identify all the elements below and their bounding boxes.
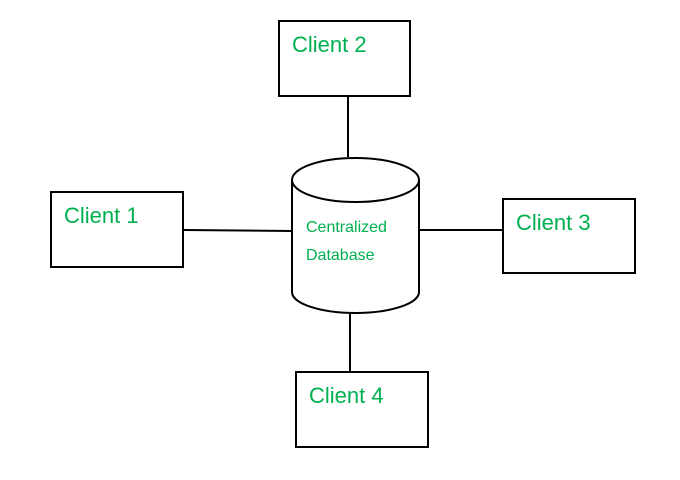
client-1-label: Client 1 [64, 203, 139, 228]
database-label-line-2: Database [306, 247, 375, 264]
client-2-label: Client 2 [292, 32, 367, 57]
connector-client-1 [183, 229, 293, 232]
client-2-box: Client 2 [278, 20, 411, 97]
database-cylinder [291, 157, 420, 314]
client-1-box: Client 1 [50, 191, 184, 268]
client-4-box: Client 4 [295, 371, 429, 448]
client-3-label: Client 3 [516, 210, 591, 235]
client-4-label: Client 4 [309, 383, 384, 408]
database-cylinder-top [291, 157, 420, 203]
database-cylinder-body [291, 180, 420, 314]
database-label-line-1: Centralized [306, 219, 387, 236]
client-3-box: Client 3 [502, 198, 636, 274]
